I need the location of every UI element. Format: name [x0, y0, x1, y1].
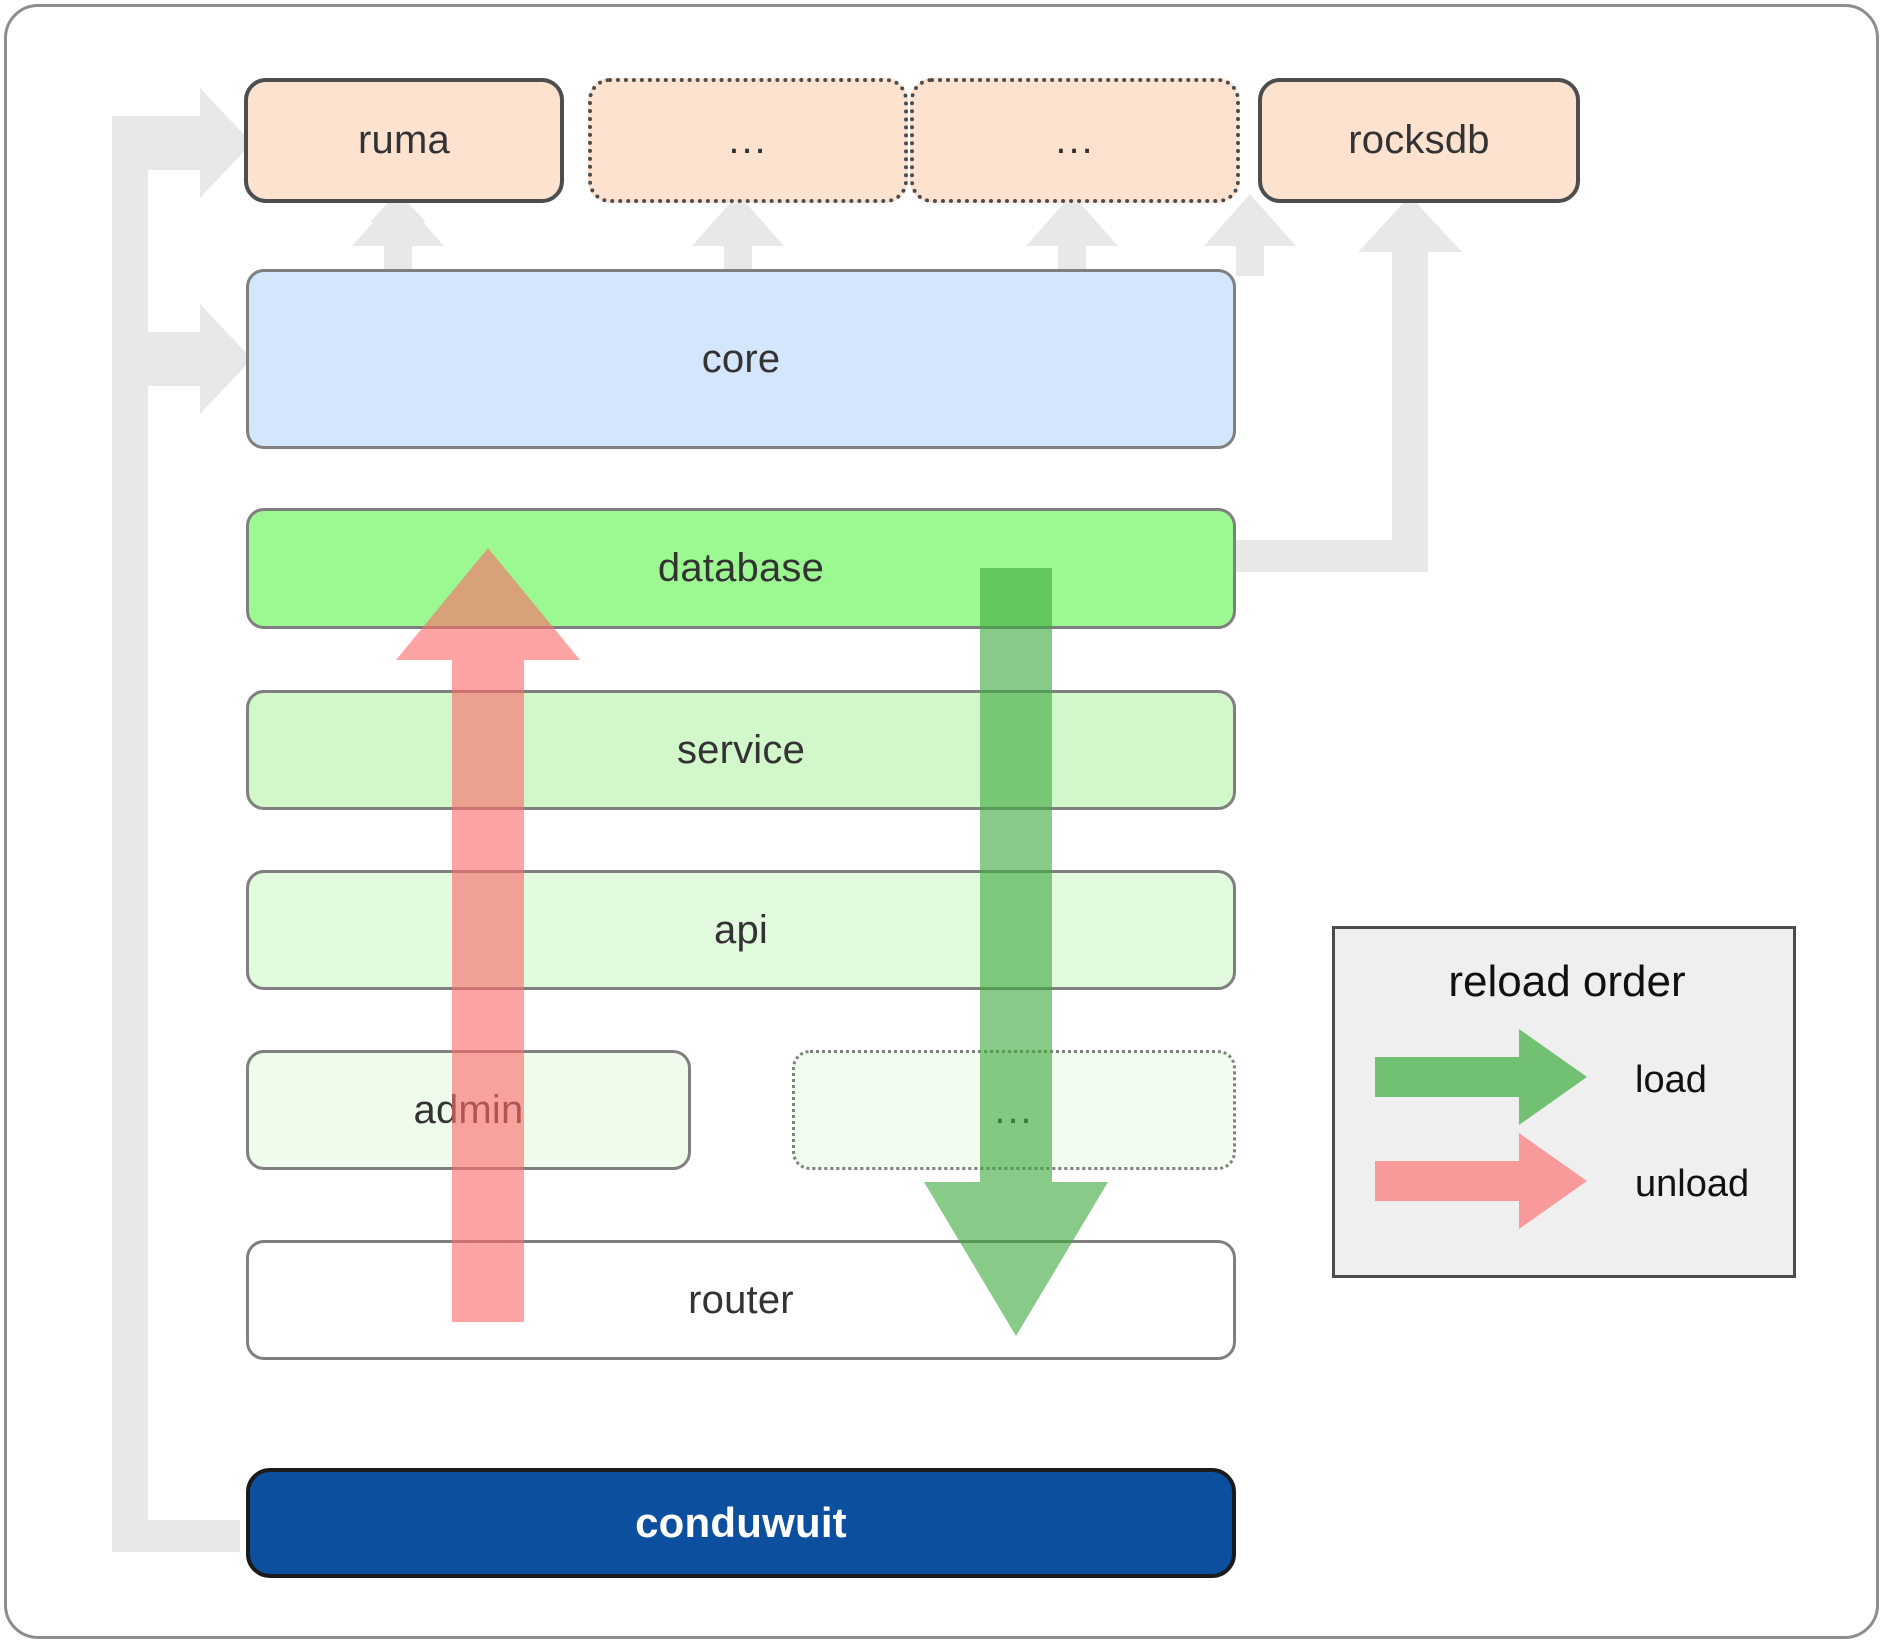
layer-box-core[interactable]: core — [246, 269, 1236, 449]
crate-label: rocksdb — [1348, 118, 1490, 162]
legend-title: reload order — [1448, 957, 1686, 1006]
layer-label: service — [676, 727, 806, 772]
layer-label: api — [714, 907, 768, 952]
layer-box-api[interactable]: api — [246, 870, 1236, 990]
legend-item-label-unload: unload — [1635, 1163, 1750, 1205]
layer-label: core — [701, 336, 781, 381]
layer-label: database — [657, 546, 825, 590]
legend-unload-arrow — [1375, 1133, 1587, 1229]
layer-box-database[interactable]: database — [246, 508, 1236, 629]
layer-box-router[interactable]: router — [246, 1240, 1236, 1360]
layer-box-placeholder[interactable]: ... — [792, 1050, 1236, 1170]
crate-box-placeholder-2[interactable]: ... — [910, 78, 1240, 203]
crate-box-placeholder-1[interactable]: ... — [588, 78, 908, 203]
diagram-frame — [4, 4, 1879, 1639]
layer-box-service[interactable]: service — [246, 690, 1236, 810]
layer-label: ... — [994, 1087, 1034, 1132]
layer-box-admin[interactable]: admin — [246, 1050, 691, 1170]
root-box-conduwuit[interactable]: conduwuit — [246, 1468, 1236, 1578]
crate-label: ruma — [358, 118, 450, 162]
layer-label: router — [688, 1277, 794, 1322]
legend-arrow-glyphs — [1375, 1029, 1587, 1229]
crate-box-ruma[interactable]: ruma — [244, 78, 564, 203]
legend-panel: reload order load unload — [1332, 926, 1796, 1278]
legend-load-arrow — [1375, 1029, 1587, 1125]
layer-label: admin — [413, 1087, 524, 1132]
crate-label: ... — [728, 118, 768, 162]
legend-item-label-load: load — [1635, 1059, 1707, 1101]
root-label: conduwuit — [635, 1499, 847, 1546]
crate-label: ... — [1055, 118, 1095, 162]
crate-box-rocksdb[interactable]: rocksdb — [1258, 78, 1580, 203]
